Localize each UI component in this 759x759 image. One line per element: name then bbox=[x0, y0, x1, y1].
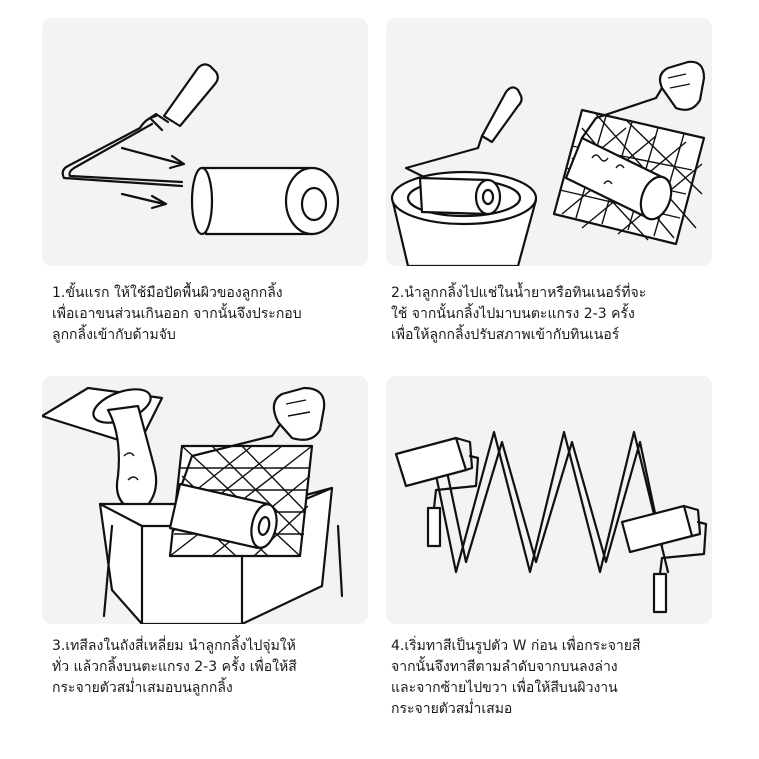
roller-in-bucket bbox=[418, 176, 502, 216]
step-4-line-3: และจากซ้ายไปขวา เพื่อให้สีบนผิวงาน bbox=[391, 680, 618, 696]
arrow-right bbox=[120, 146, 184, 166]
step-3-line-2: ทั่ว แล้วกลิ้งบนตะแกรง 2-3 ครั้ง เพื่อให… bbox=[52, 659, 297, 675]
roller-in-bucket bbox=[168, 482, 278, 550]
step-3-caption: 3.เทสีลงในถังสี่เหลี่ยม นำลูกกลิ้งไปจุ่ม… bbox=[52, 636, 382, 699]
roller-handle bbox=[426, 506, 442, 548]
roller-frame bbox=[61, 114, 184, 188]
step-2-line-2: ใช้ จากนั้นกลิ้งไปมาบนตะแกรง 2-3 ครั้ง bbox=[391, 306, 635, 322]
step-2-caption: 2.นำลูกกลิ้งไปแช่ในน้ำยาหรือทินเนอร์ที่จ… bbox=[391, 283, 721, 346]
step-4-line-1: 4.เริ่มทาสีเป็นรูปตัว W ก่อน เพื่อกระจาย… bbox=[391, 638, 641, 654]
step-2-line-1: 2.นำลูกกลิ้งไปแช่ในน้ำยาหรือทินเนอร์ที่จ… bbox=[391, 285, 647, 301]
step-1-line-2: เพื่อเอาขนส่วนเกินออก จากนั้นจึงประกอบ bbox=[52, 306, 302, 322]
step-3-illustration bbox=[42, 376, 368, 624]
step-4-line-2: จากนั้นจึงทาสีตามลำดับจากบนลงล่าง bbox=[391, 659, 618, 675]
roller-handle bbox=[652, 572, 668, 614]
roller-cover bbox=[190, 166, 340, 236]
step-2-illustration bbox=[386, 18, 712, 266]
roller-right bbox=[620, 504, 708, 614]
roller-handle bbox=[162, 63, 219, 128]
step-4-line-4: กระจายตัวสม่ำเสมอ bbox=[391, 701, 513, 717]
step-4-illustration bbox=[386, 376, 712, 624]
step-3-line-1: 3.เทสีลงในถังสี่เหลี่ยม นำลูกกลิ้งไปจุ่ม… bbox=[52, 638, 296, 654]
step-1-line-1: 1.ขั้นแรก ให้ใช้มือปัดพื้นผิวของลูกกลิ้ง bbox=[52, 285, 283, 301]
step-1-illustration bbox=[42, 18, 368, 266]
roller-on-tray bbox=[564, 136, 673, 221]
arrow-left bbox=[120, 192, 166, 206]
step-4-caption: 4.เริ่มทาสีเป็นรูปตัว W ก่อน เพื่อกระจาย… bbox=[391, 636, 721, 720]
roller-handle bbox=[480, 86, 523, 144]
step-1-caption: 1.ขั้นแรก ให้ใช้มือปัดพื้นผิวของลูกกลิ้ง… bbox=[52, 283, 382, 346]
step-2-line-3: เพื่อให้ลูกกลิ้งปรับสภาพเข้ากับทินเนอร์ bbox=[391, 327, 620, 343]
step-3-line-3: กระจายตัวสม่ำเสมอบนลูกกลิ้ง bbox=[52, 680, 233, 696]
step-1-line-3: ลูกกลิ้งเข้ากับด้ามจับ bbox=[52, 327, 176, 343]
roller-left bbox=[394, 436, 480, 548]
